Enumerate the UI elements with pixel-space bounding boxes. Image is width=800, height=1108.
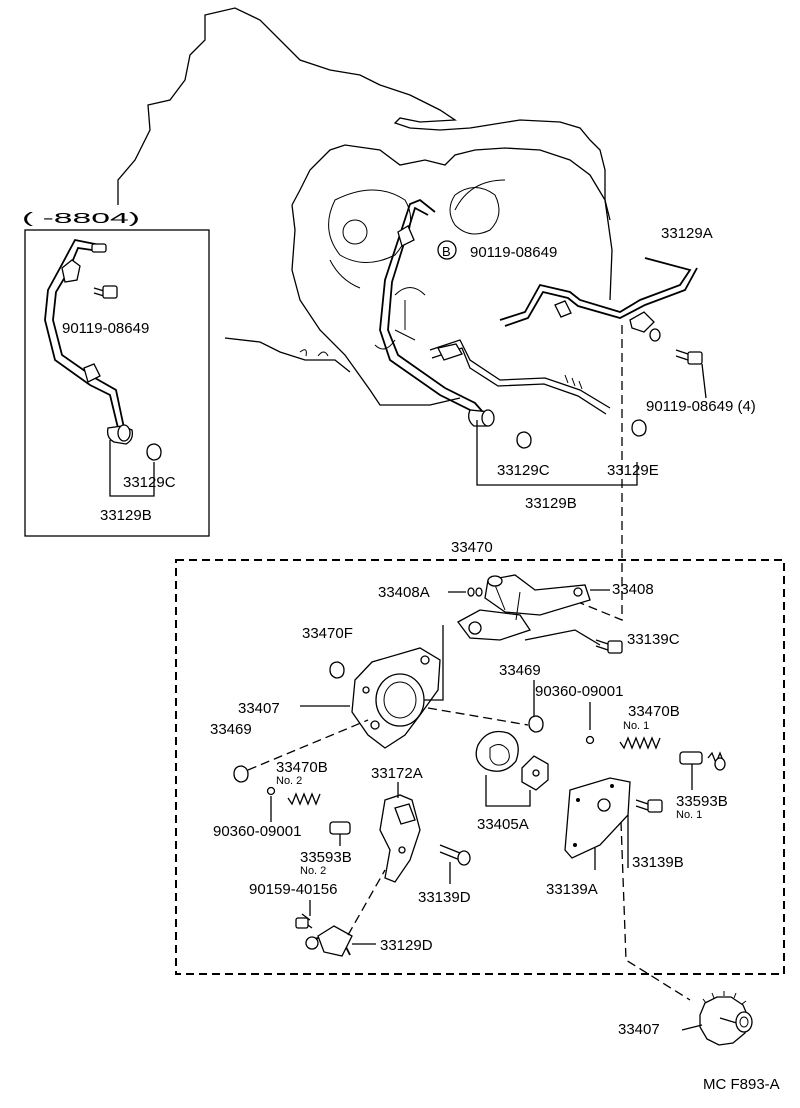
plug-33470f-icon [329,661,345,679]
label-33408: 33408 [612,581,654,598]
label-33593b-no2: 33593B [300,849,352,866]
inset-leader-lines [109,440,155,497]
dashed-33469-left [247,719,369,771]
pipe-bracket-33129d [305,925,353,957]
leader-33139c [524,629,601,646]
ball-left-icon [266,786,276,796]
label-33139a: 33139A [546,881,598,898]
plug-33593b-no2-icon [329,821,351,835]
label-33129b: 33129B [525,495,577,512]
inset-bolt-icon [93,285,118,299]
leader-bolt-4 [701,363,707,399]
label-33470: 33470 [451,539,493,556]
bolt-90159-icon [295,913,313,929]
label-33405a: 33405A [477,816,529,833]
drive-gear-33407 [699,991,753,1046]
ball-right-icon [585,735,595,745]
label-90159-40156: 90159-40156 [249,881,337,898]
label-90119-08649-4: 90119-08649 (4) [646,398,756,415]
label-no2-b: No. 2 [300,865,326,877]
label-90119-08649-top: 90119-08649 [470,244,557,261]
dashed-33129d-to-33172a [347,869,386,936]
label-33407-gear: 33407 [618,1021,660,1038]
label-33139d: 33139D [418,889,471,906]
inset-frame [24,229,210,537]
circle-b-marker [437,240,457,260]
assembly-33470-frame [175,559,785,975]
plug-33469-left-icon [233,765,249,783]
leader-33405a [485,775,531,807]
label-33408a: 33408A [378,584,430,601]
label-33172a: 33172A [371,765,423,782]
label-33470b-no2: 33470B [276,759,328,776]
label-90360-09001-left: 90360-09001 [213,823,301,840]
transmission-case-outline [117,7,613,406]
label-33407: 33407 [238,700,280,717]
label-no2-a: No. 2 [276,775,302,787]
bracket-33172a [379,794,421,883]
bolt-33139b-icon [635,799,663,813]
leader-33129b [476,420,638,486]
spring-33470b-no1-icon [619,736,661,750]
grommet-33129c-icon [516,431,532,449]
dashed-33469-right [427,707,529,726]
dashed-link-case-to-assembly [577,325,623,621]
label-33129e: 33129E [607,462,659,479]
figure-code: MC F893-A [703,1076,780,1093]
label-90119-08649-inset: 90119-08649 [62,320,149,337]
inset-pipe-33129b [44,238,134,445]
rotor-set-33405a [475,730,549,791]
plug-33469-right-icon [528,715,544,733]
clip-33408a-icon [467,587,483,597]
bolt-33139c-icon [595,639,623,654]
bracket-33408 [457,574,591,641]
label-no1-b: No. 1 [676,809,702,821]
label-33139c: 33139C [627,631,680,648]
label-33129c-inset: 33129C [123,474,176,491]
label-33129d: 33129D [380,937,433,954]
label-90360-09001-right: 90360-09001 [535,683,623,700]
label-33470b-no1: 33470B [628,703,680,720]
label-33129c: 33129C [497,462,550,479]
spring-33470b-no2-icon [287,792,321,806]
label-range-code: ( -8804) [22,210,140,227]
cover-plate-33139a [564,777,631,859]
label-33469-left: 33469 [210,721,252,738]
label-circle-b: B [442,244,451,259]
pump-body-33407 [351,647,441,749]
label-33129b-inset: 33129B [100,507,152,524]
label-33593b-no1: 33593B [676,793,728,810]
label-33139b: 33139B [632,854,684,871]
label-33469-right: 33469 [499,662,541,679]
label-33129a: 33129A [661,225,713,242]
inset-grommet-icon [146,443,162,461]
shift-rod-assembly [379,198,698,427]
bolt-33139d-icon [439,844,471,866]
label-33470f: 33470F [302,625,353,642]
plug-33593b-no1-icon [679,751,726,771]
grommet-33129e-icon [631,419,647,437]
bolt-4-icon [675,349,703,365]
leader-33407-gear [681,1024,703,1031]
dashed-link-to-gear [620,821,691,1001]
leader-33407-bracket [424,625,444,701]
label-no1-a: No. 1 [623,720,649,732]
